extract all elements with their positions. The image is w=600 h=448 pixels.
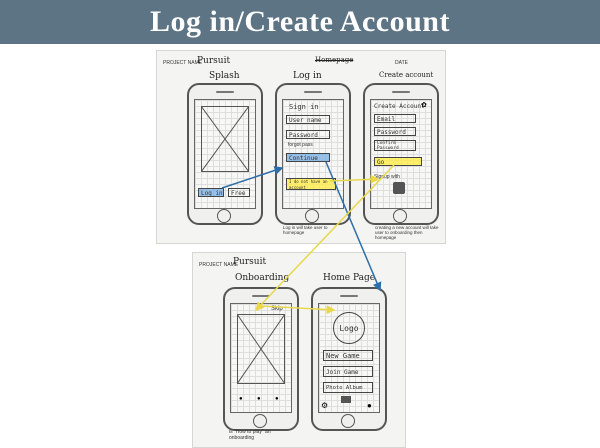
- splash-title: Splash: [209, 71, 240, 81]
- social-signup-icon[interactable]: [393, 182, 405, 194]
- create-title: Create account: [379, 71, 434, 79]
- album-thumbnail-icon: [341, 396, 351, 403]
- password-input[interactable]: Password: [374, 127, 416, 136]
- signup-with-label: Signup with: [374, 174, 400, 180]
- project-label: PROJECT NAME: [199, 262, 239, 268]
- settings-gear-icon[interactable]: ⚙: [321, 401, 329, 410]
- header-mid: Homepage: [315, 56, 354, 64]
- home-button-icon: [393, 209, 407, 223]
- image-placeholder-icon: [201, 106, 249, 172]
- onboarding-title: Onboarding: [235, 273, 290, 283]
- speaker: [304, 91, 322, 93]
- onboarding-note: is "How to play" an onboarding: [229, 429, 271, 441]
- splash-screen: Log in Free: [194, 99, 256, 209]
- forgot-password-link[interactable]: forgot pass: [288, 142, 313, 148]
- arrow-login-to-signin: [221, 166, 284, 189]
- join-game-button[interactable]: Join Game: [323, 366, 373, 377]
- continue-button[interactable]: Continue: [286, 153, 330, 162]
- page-dot-icon[interactable]: ●: [257, 396, 261, 402]
- slide-title: Log in/Create Account: [150, 5, 450, 38]
- arrow-continue-to-home: [325, 161, 382, 292]
- login-screen: Sign in User name Password forgot pass C…: [282, 99, 344, 209]
- home-title: Home Page: [323, 273, 376, 283]
- skip-button[interactable]: Skip: [271, 306, 283, 312]
- speaker: [252, 295, 270, 297]
- signin-heading: Sign in: [289, 103, 319, 111]
- home-screen: Logo New Game Join Game Photo Album ⚙ ●: [318, 303, 380, 413]
- page-dot-icon[interactable]: ●: [239, 396, 243, 402]
- onboarding-screen: Skip ● ● ●: [230, 303, 292, 413]
- arrow-onboarding-to-home: [261, 305, 336, 315]
- project-name: Pursuit: [197, 56, 231, 66]
- password-input[interactable]: Password: [286, 130, 330, 139]
- photo-album-button[interactable]: Photo Album: [323, 382, 373, 393]
- date-label: DATE: [395, 60, 408, 66]
- splash-login-button[interactable]: Log in: [198, 188, 224, 197]
- home-button-icon: [217, 209, 231, 223]
- phone-login: Sign in User name Password forgot pass C…: [275, 83, 351, 225]
- home-button-icon: [253, 414, 267, 428]
- project-label: PROJECT NAME: [163, 60, 203, 66]
- create-heading: Create Account: [374, 103, 425, 110]
- no-account-button[interactable]: I do not have an account: [286, 178, 336, 190]
- home-button-icon: [305, 209, 319, 223]
- page-dot-icon[interactable]: ●: [275, 396, 279, 402]
- logo-text: Logo: [339, 323, 359, 333]
- project-name: Pursuit: [233, 257, 267, 267]
- speaker: [216, 91, 234, 93]
- email-input[interactable]: Email: [374, 114, 416, 123]
- confirm-password-input[interactable]: Confirm Password: [374, 140, 416, 151]
- username-input[interactable]: User name: [286, 115, 330, 124]
- go-button[interactable]: Go: [374, 157, 422, 166]
- phone-splash: Log in Free: [187, 83, 263, 225]
- phone-create: Create Account ✿ Email Password Confirm …: [363, 83, 439, 225]
- arrow-noaccount-to-create: [329, 174, 380, 184]
- title-banner: Log in/Create Account: [0, 0, 600, 44]
- create-note: creating a new account will take user to…: [375, 225, 439, 240]
- splash-free-button[interactable]: Free: [228, 188, 250, 197]
- login-title: Log in: [293, 71, 322, 81]
- arrow-go-to-onboarding: [254, 164, 395, 312]
- home-button-icon: [341, 414, 355, 428]
- logo-circle: Logo: [333, 312, 365, 344]
- wireframe-sheet-top: PROJECT NAME Pursuit Homepage DATE Splas…: [156, 50, 446, 244]
- settings-icon[interactable]: ✿: [421, 102, 427, 109]
- create-screen: Create Account ✿ Email Password Confirm …: [370, 99, 432, 209]
- phone-home: Logo New Game Join Game Photo Album ⚙ ●: [311, 287, 387, 431]
- login-note: Log in will take user to homepage: [283, 225, 328, 235]
- profile-icon[interactable]: ●: [367, 401, 372, 410]
- new-game-button[interactable]: New Game: [323, 350, 373, 361]
- speaker: [392, 91, 410, 93]
- speaker: [340, 295, 358, 297]
- image-placeholder-icon: [237, 314, 285, 384]
